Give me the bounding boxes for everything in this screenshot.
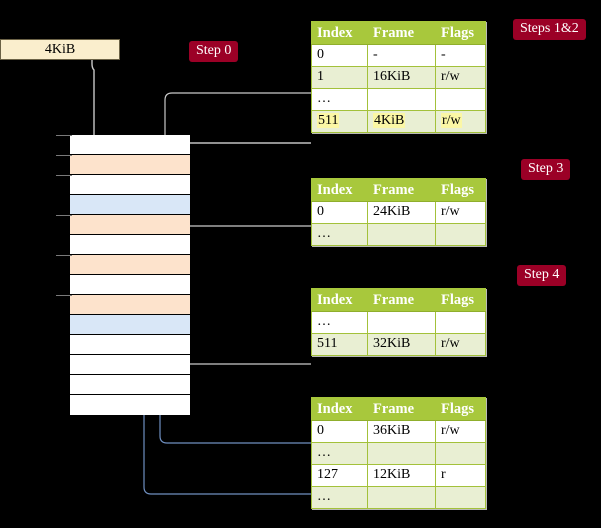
cell-frame-0: 36KiB bbox=[367, 420, 436, 443]
cell-index-2: … bbox=[311, 88, 368, 111]
memory-cell-11 bbox=[70, 355, 190, 375]
cell-flags-2: r bbox=[435, 464, 486, 487]
cell-index-1: … bbox=[311, 442, 368, 465]
memory-tick-0 bbox=[56, 135, 72, 136]
cell-flags-0: r/w bbox=[435, 420, 486, 443]
memory-cell-5 bbox=[70, 235, 190, 255]
table-row: 0-- bbox=[311, 44, 486, 67]
memory-tick-1 bbox=[56, 155, 72, 156]
cell-frame-0: 24KiB bbox=[367, 201, 436, 224]
memory-cell-8 bbox=[70, 295, 190, 315]
cell-frame-3: 4KiB bbox=[367, 110, 436, 133]
column-header-frame: Frame bbox=[367, 178, 436, 202]
column-header-frame: Frame bbox=[367, 288, 436, 312]
cell-index-3: … bbox=[311, 486, 368, 509]
cell-flags-0 bbox=[435, 311, 486, 334]
memory-cell-2 bbox=[70, 175, 190, 195]
memory-tick-4 bbox=[56, 215, 72, 216]
cell-flags-1: r/w bbox=[435, 333, 486, 356]
column-header-flags: Flags bbox=[435, 178, 486, 202]
cell-frame-1 bbox=[367, 223, 436, 246]
column-header-index: Index bbox=[311, 397, 368, 421]
cell-index-3: 511 bbox=[311, 110, 368, 133]
memory-cell-4 bbox=[70, 215, 190, 235]
table-row: … bbox=[311, 486, 486, 509]
memory-cell-10 bbox=[70, 335, 190, 355]
cell-frame-3 bbox=[367, 486, 436, 509]
column-header-flags: Flags bbox=[435, 21, 486, 45]
cell-index-2: 127 bbox=[311, 464, 368, 487]
memory-cell-9 bbox=[70, 315, 190, 335]
cell-flags-1 bbox=[435, 223, 486, 246]
badge-steps-1-2: Steps 1&2 bbox=[513, 19, 586, 40]
memory-cell-1 bbox=[70, 155, 190, 175]
memory-cell-13 bbox=[70, 395, 190, 415]
column-header-frame: Frame bbox=[367, 21, 436, 45]
table-row: … bbox=[311, 442, 486, 465]
cell-flags-3: r/w bbox=[435, 110, 486, 133]
memory-cell-3 bbox=[70, 195, 190, 215]
column-header-index: Index bbox=[311, 178, 368, 202]
badge-step-3: Step 3 bbox=[521, 159, 571, 180]
cell-flags-1: r/w bbox=[435, 66, 486, 89]
cell-index-1: … bbox=[311, 223, 368, 246]
cell-index-0: 0 bbox=[311, 201, 368, 224]
badge-step-0: Step 0 bbox=[189, 41, 239, 62]
virtual-address-box: 4KiB bbox=[0, 39, 120, 60]
cell-frame-2: 12KiB bbox=[367, 464, 436, 487]
memory-tick-6 bbox=[56, 255, 72, 256]
column-header-index: Index bbox=[311, 21, 368, 45]
memory-cell-6 bbox=[70, 255, 190, 275]
cell-index-0: 0 bbox=[311, 44, 368, 67]
cell-frame-0: - bbox=[367, 44, 436, 67]
table-row: … bbox=[311, 88, 486, 111]
table-row: … bbox=[311, 311, 486, 334]
cell-frame-2 bbox=[367, 88, 436, 111]
cell-frame-1: 16KiB bbox=[367, 66, 436, 89]
memory-cell-0 bbox=[70, 135, 190, 155]
memory-cell-12 bbox=[70, 375, 190, 395]
badge-step-4: Step 4 bbox=[517, 265, 567, 286]
cell-index-1: 1 bbox=[311, 66, 368, 89]
column-header-flags: Flags bbox=[435, 288, 486, 312]
cell-flags-2 bbox=[435, 88, 486, 111]
cell-flags-3 bbox=[435, 486, 486, 509]
cell-index-0: … bbox=[311, 311, 368, 334]
cell-frame-1 bbox=[367, 442, 436, 465]
table-row: … bbox=[311, 223, 486, 246]
cell-flags-0: - bbox=[435, 44, 486, 67]
cell-flags-1 bbox=[435, 442, 486, 465]
memory-tick-2 bbox=[56, 175, 72, 176]
memory-tick-8 bbox=[56, 295, 72, 296]
cell-frame-0 bbox=[367, 311, 436, 334]
cell-index-1: 511 bbox=[311, 333, 368, 356]
cell-frame-1: 32KiB bbox=[367, 333, 436, 356]
column-header-flags: Flags bbox=[435, 397, 486, 421]
cell-flags-0: r/w bbox=[435, 201, 486, 224]
column-header-frame: Frame bbox=[367, 397, 436, 421]
column-header-index: Index bbox=[311, 288, 368, 312]
cell-index-0: 0 bbox=[311, 420, 368, 443]
memory-cell-7 bbox=[70, 275, 190, 295]
